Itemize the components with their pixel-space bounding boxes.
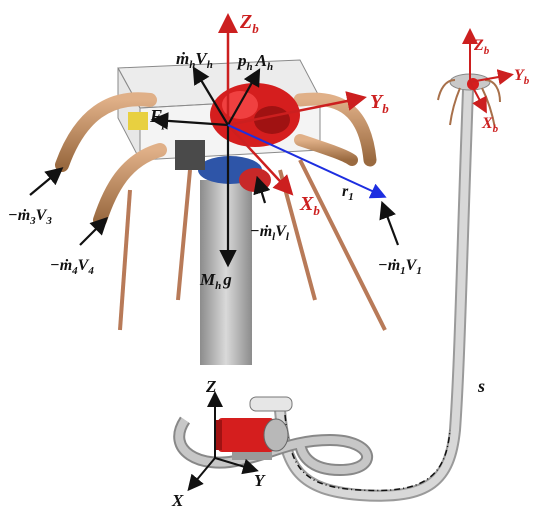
label-zb-main: Zb xyxy=(239,11,259,36)
label-s: s xyxy=(477,376,485,396)
label-m3v3: −ṁ3V3 xyxy=(8,207,52,227)
label-yb-main: Yb xyxy=(370,91,389,116)
radius-vector-r1 xyxy=(227,124,387,199)
ground-frame xyxy=(187,391,259,492)
body-frame-main xyxy=(218,13,367,196)
label-ground-x: X xyxy=(171,491,184,510)
label-mlvl: −ṁlVl xyxy=(250,223,290,243)
label-yb-small: Yb xyxy=(514,67,530,87)
label-fp: Fp xyxy=(149,106,168,130)
label-zb-small: Zb xyxy=(473,37,490,57)
label-r1: r1 xyxy=(342,183,354,203)
body-frame-small xyxy=(462,28,514,114)
label-m4v4: −ṁ4V4 xyxy=(50,257,94,277)
ground-pump xyxy=(173,396,373,477)
label-m1v1: −ṁ1V1 xyxy=(378,257,422,277)
main-riser-pipe xyxy=(200,180,252,365)
label-xb-small: Xb xyxy=(481,115,499,135)
label-mhvh: ṁhVh xyxy=(176,49,213,71)
label-ground-z: Z xyxy=(205,377,216,396)
force-vectors xyxy=(29,66,400,268)
label-xb-main: Xb xyxy=(299,193,320,218)
long-hose xyxy=(274,89,474,502)
label-ground-y: Y xyxy=(254,471,266,490)
